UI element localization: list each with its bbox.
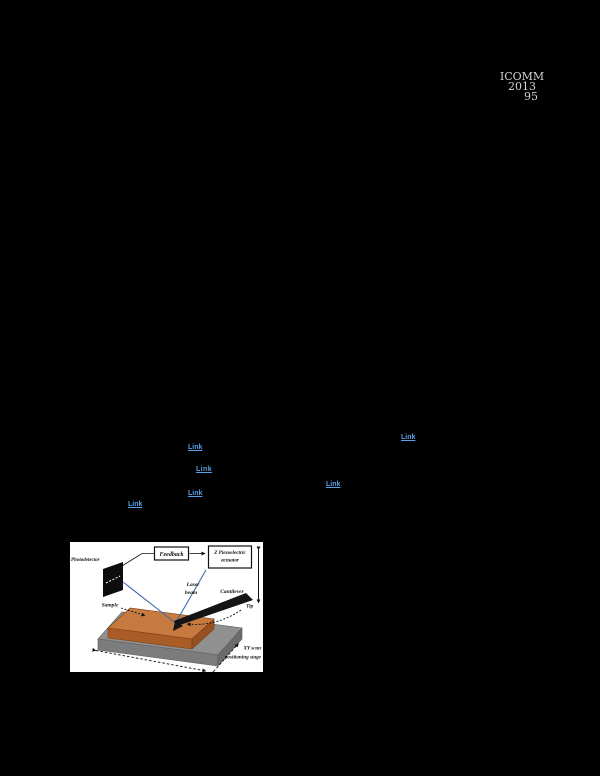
tip-shape xyxy=(173,621,183,631)
hyperlink[interactable]: Link xyxy=(188,490,203,497)
cantilever-shape xyxy=(174,593,253,626)
photodetector-label: Photodetector xyxy=(71,558,100,563)
z-actuator-box xyxy=(207,545,253,569)
conference-name: ICOMM xyxy=(499,70,545,83)
conference-year: 2013 xyxy=(508,80,536,93)
sample-side-face xyxy=(191,618,215,650)
hyperlink[interactable]: Link xyxy=(188,444,203,451)
cantilever-label: Cantilever xyxy=(220,589,244,595)
afm-schematic-svg: Feedback Z Piezoelectric actuator Photod… xyxy=(70,542,263,672)
hyperlink[interactable]: Link xyxy=(326,481,341,488)
laser-reflected-beam xyxy=(122,581,176,624)
stage-x-motion-dashed-arrow xyxy=(92,647,207,672)
page-header: ICOMM 2013 95 xyxy=(498,70,546,103)
feedback-label: Feedback xyxy=(160,552,184,558)
sample-pointer-dashed-arrow xyxy=(120,607,146,617)
laser-label-line1: Laser xyxy=(186,582,201,588)
stage-y-motion-dashed-arrow xyxy=(209,643,239,672)
stage-label-line2: positioning stage xyxy=(224,655,262,661)
tip-label: Tip xyxy=(246,604,254,610)
detector-to-feedback-line xyxy=(121,553,154,567)
laser-label-line2: beam xyxy=(185,590,198,596)
photodetector-split-line xyxy=(105,575,121,584)
afm-schematic-figure: Feedback Z Piezoelectric actuator Photod… xyxy=(70,542,263,672)
sample-label: Sample xyxy=(102,603,119,609)
page-number: 95 xyxy=(524,90,538,103)
hyperlink[interactable]: Link xyxy=(128,501,143,508)
laser-incident-beam xyxy=(175,569,207,624)
hyperlink[interactable]: Link xyxy=(401,434,416,441)
stage-label-line1: XY scan xyxy=(242,646,261,652)
z-actuator-label-line2: actuator xyxy=(221,558,240,564)
feedback-box xyxy=(153,546,190,561)
hyperlink[interactable]: Link xyxy=(196,466,212,473)
tip-pointer-dashed-arrow xyxy=(186,609,242,627)
z-actuator-label-line1: Z Piezoelectric xyxy=(213,550,246,556)
